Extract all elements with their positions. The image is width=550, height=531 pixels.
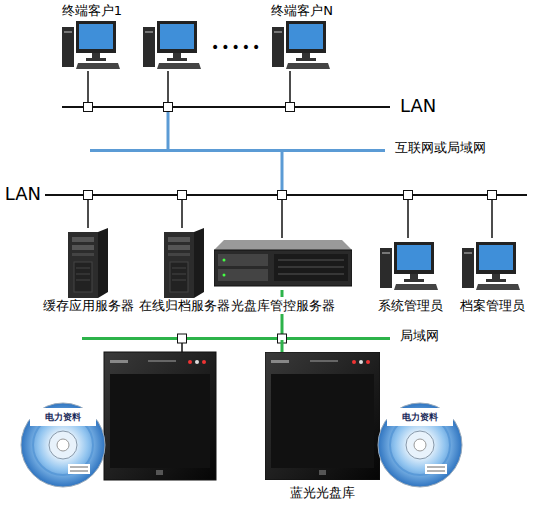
network-bus: 互联网或局域网 (90, 149, 385, 152)
computer-node: 档案管理员 (456, 238, 528, 314)
link-line (281, 290, 284, 297)
server-node: 光盘库管控服务器 (212, 238, 354, 314)
disc-node: 电力资料 (20, 402, 106, 488)
network-link (178, 191, 187, 229)
rack-server (214, 240, 352, 288)
network-link (84, 71, 93, 112)
optical-library (265, 352, 380, 480)
network-bus: LAN (45, 194, 527, 196)
network-link (282, 340, 283, 352)
link-line (281, 314, 284, 337)
link-line (181, 339, 183, 352)
node-label: 档案管理员 (460, 298, 525, 313)
junction-box (404, 191, 413, 200)
network-link (84, 191, 93, 229)
junction-box (488, 191, 497, 200)
tower-server (164, 228, 204, 298)
link-line (281, 152, 284, 194)
junction-box (178, 191, 187, 200)
network-label: 互联网或局域网 (395, 140, 486, 156)
network-label: LAN (400, 95, 436, 116)
static-wires (164, 71, 283, 352)
network-label: 局域网 (400, 328, 439, 344)
network-bus: LAN (62, 106, 390, 108)
junction-box (286, 103, 295, 112)
node-label: 终端客户N (271, 3, 333, 18)
computer-node: 系统管理员 (374, 238, 446, 314)
junction-box (278, 191, 287, 200)
node-label: 光盘库管控服务器 (231, 298, 335, 313)
node-label: 缓存应用服务器 (43, 298, 134, 313)
disc-node: 电力资料 (377, 402, 463, 488)
network-link (404, 191, 413, 239)
link-line (167, 71, 169, 106)
node-label: 电力资料 (402, 411, 438, 423)
node-label: 在线归档服务器 (139, 298, 230, 313)
network-link (282, 152, 283, 194)
network-bus: 局域网 (82, 337, 390, 340)
link-line (407, 196, 409, 238)
link-line (87, 71, 89, 106)
node-label: 蓝光光盘库 (290, 485, 355, 500)
link-line (281, 340, 284, 352)
junction-box (278, 334, 287, 343)
client-pc (143, 21, 201, 69)
computer-node: 终端客户N (262, 3, 342, 71)
network-link (278, 314, 287, 343)
node-label: 终端客户1 (62, 3, 122, 18)
pc-icon (462, 242, 522, 292)
network-link (488, 191, 497, 239)
link-line (491, 196, 493, 238)
network-label: LAN (5, 183, 41, 204)
network-link (168, 108, 169, 149)
node-label: 系统管理员 (378, 298, 443, 313)
optical-library (104, 352, 216, 480)
library-node: 蓝光光盘库 (265, 352, 380, 502)
network-link (286, 71, 295, 112)
network-link (278, 191, 287, 239)
ellipsis-label: ••••• (211, 40, 262, 55)
server-node: 缓存应用服务器 (38, 228, 138, 314)
junction-box (178, 334, 187, 343)
link-line (289, 71, 291, 106)
computer-node: 终端客户1 (52, 3, 132, 71)
link-line (181, 196, 183, 228)
node-label: 电力资料 (45, 411, 81, 423)
link-line (87, 196, 89, 228)
pc-icon (380, 242, 440, 292)
tower-server (68, 228, 108, 298)
pc-icon (62, 21, 122, 71)
junction-box (164, 103, 173, 112)
pc-icon (272, 21, 332, 71)
link-line (281, 196, 283, 238)
junction-box (84, 191, 93, 200)
junction-box (84, 103, 93, 112)
link-line (167, 108, 170, 149)
